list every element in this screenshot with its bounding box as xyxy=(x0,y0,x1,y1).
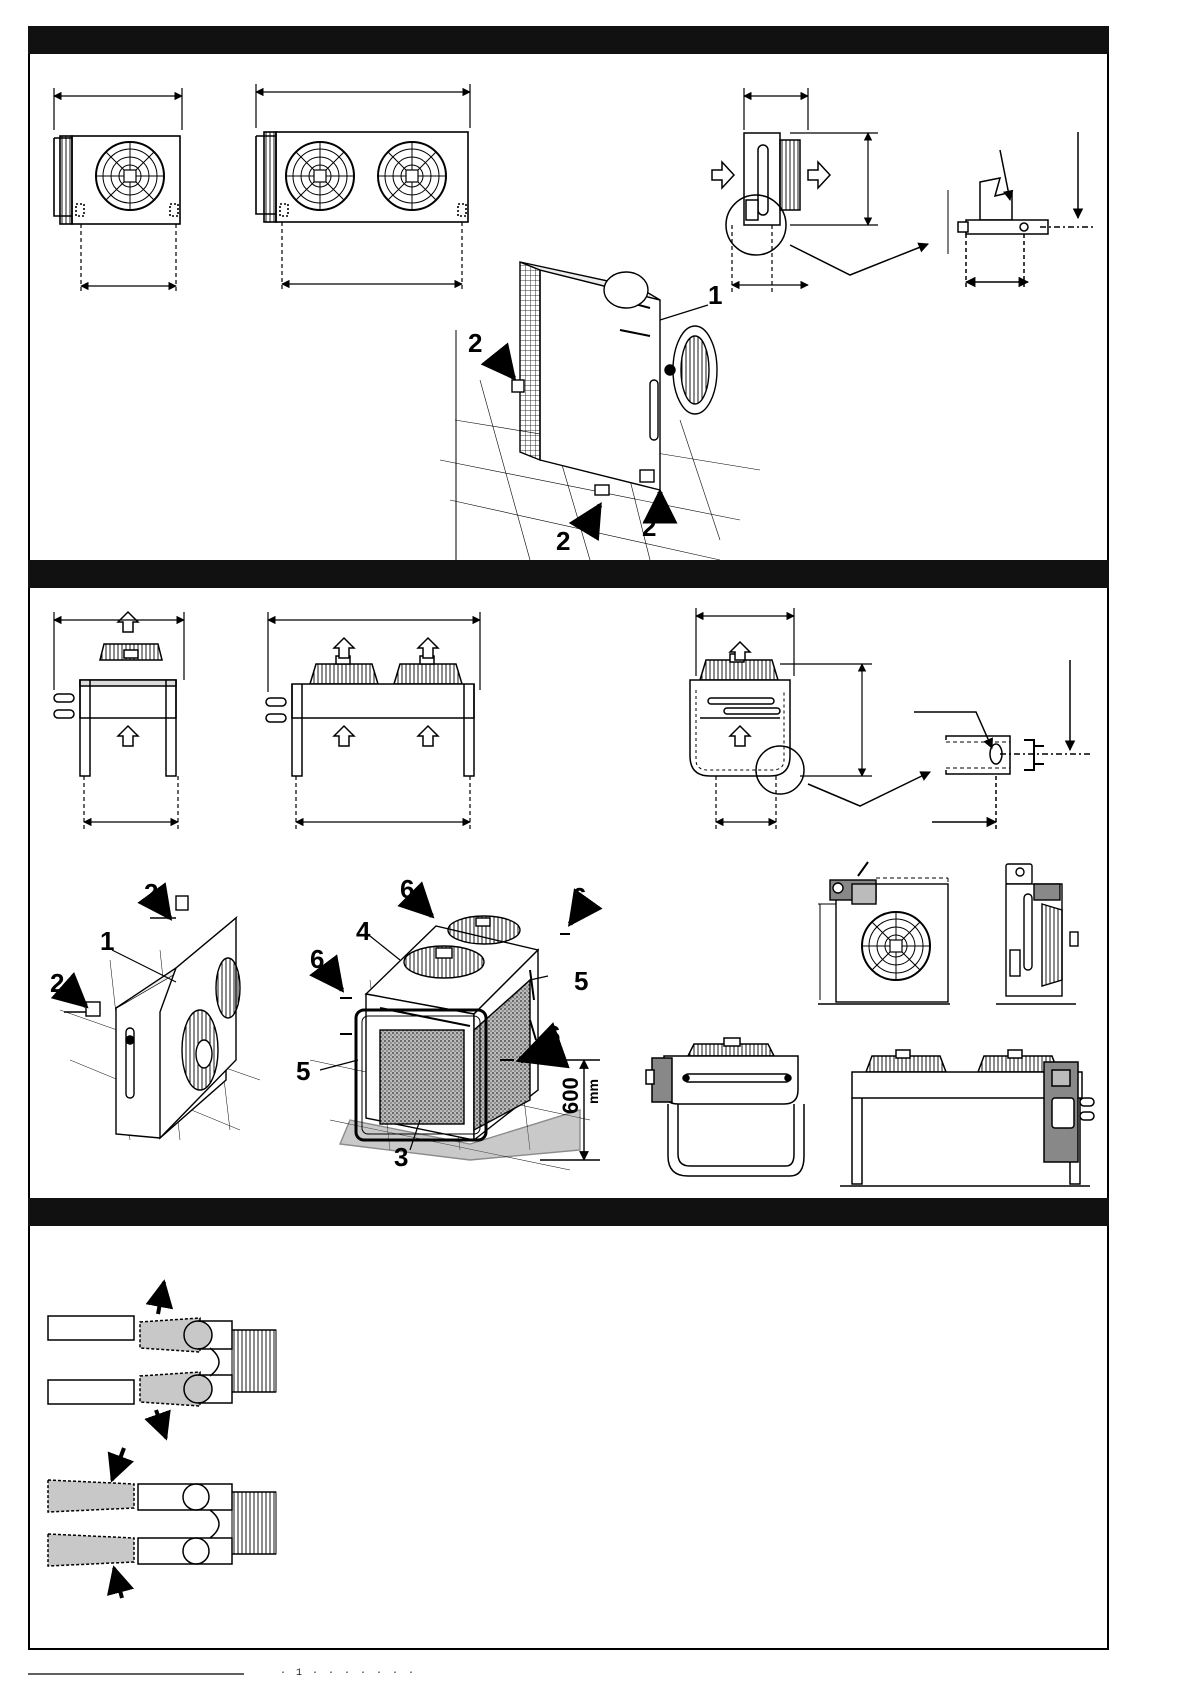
elevation-front-fan xyxy=(818,862,950,1004)
callout-6-screw-topright: 6 xyxy=(572,884,586,910)
callout-5-frame-right: 5 xyxy=(574,968,588,994)
callout-1-unit: 1 xyxy=(708,282,722,308)
dim-single-bottom xyxy=(81,224,176,294)
callout-2-bracket-left: 2 xyxy=(50,970,64,996)
dim-single-top xyxy=(54,88,182,130)
elevation-frame-single xyxy=(646,1038,804,1176)
callout-6-screw-top: 6 xyxy=(400,876,414,902)
vertical-side-view xyxy=(690,642,930,806)
elevation-side-fan xyxy=(996,864,1078,1004)
dim-vdouble xyxy=(268,612,480,830)
dim-double-bottom xyxy=(282,222,462,292)
connection-diagram-wrong xyxy=(48,1282,276,1438)
iso-unit-vertical-left xyxy=(60,896,260,1140)
footer-code: · 1 · · · · · · · xyxy=(280,1668,416,1679)
callout-2-foot-right: 2 xyxy=(642,514,656,540)
vertical-view-single xyxy=(54,612,176,776)
vertical-view-double xyxy=(266,638,474,776)
front-view-double-fan xyxy=(256,132,468,222)
callout-3-filter: 3 xyxy=(394,1144,408,1170)
callout-2-foot-left: 2 xyxy=(468,330,482,356)
side-view-horizontal xyxy=(712,133,928,275)
connection-diagram-correct xyxy=(48,1448,276,1598)
callout-2-foot-front: 2 xyxy=(556,528,570,554)
elevation-frame-double xyxy=(840,1050,1094,1186)
clearance-unit: mm xyxy=(580,1079,606,1104)
callout-6-screw-left: 6 xyxy=(310,946,324,972)
callout-4-casing: 4 xyxy=(356,918,370,944)
dim-double-top xyxy=(256,84,470,128)
callout-2-bracket-top: 2 xyxy=(144,880,158,906)
callout-6-screw-right: 6 xyxy=(546,1022,560,1048)
callout-1-vertical-unit: 1 xyxy=(100,928,114,954)
front-view-single-fan xyxy=(54,136,180,224)
foot-detail-vertical xyxy=(914,660,1090,830)
foot-detail-horizontal xyxy=(948,132,1096,290)
callout-5-frame-left: 5 xyxy=(296,1058,310,1084)
